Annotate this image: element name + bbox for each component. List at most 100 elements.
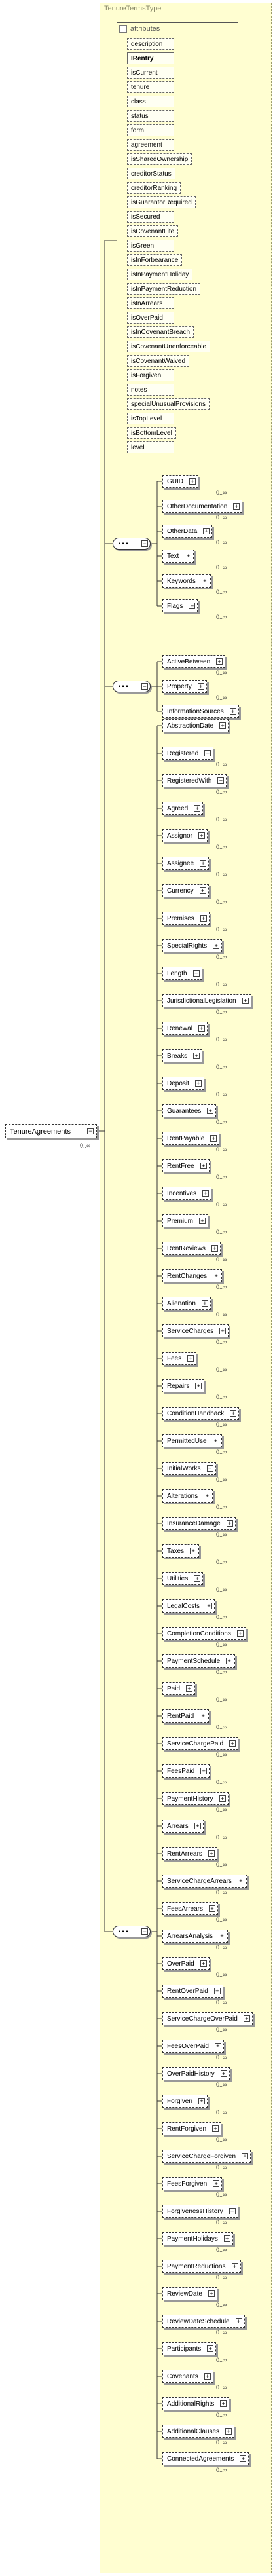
attribute-item[interactable]: form [127,124,174,136]
expand-icon[interactable]: + [194,1575,201,1582]
expand-icon[interactable]: + [204,750,211,756]
element-node[interactable]: Flags+ [162,599,198,612]
expand-icon[interactable]: + [200,1960,207,1967]
element-node[interactable]: InsuranceDamage+ [162,1517,236,1530]
element-node[interactable]: ActiveBetween+ [162,655,226,668]
element-node[interactable]: ReviewDateSchedule+ [162,2315,245,2328]
element-node[interactable]: Covenants+ [162,2370,213,2383]
expand-icon[interactable]: + [209,1905,216,1912]
element-node[interactable]: RegisteredWith+ [162,774,227,787]
expand-icon[interactable]: + [220,2400,227,2407]
element-node[interactable]: Participants+ [162,2342,217,2355]
expand-icon[interactable]: + [200,1163,207,1169]
element-node[interactable]: Breaks+ [162,1049,203,1062]
attribute-item[interactable]: isCovenantLite [127,225,179,237]
expand-icon[interactable]: + [208,2290,215,2297]
root-element[interactable]: TenureAgreements − [5,1124,97,1138]
element-node[interactable]: PaymentHistory+ [162,1792,229,1805]
attribute-item[interactable]: isInCovenantBreach [127,326,194,338]
expand-icon[interactable]: + [208,1850,215,1857]
expand-icon[interactable]: + [207,1108,214,1114]
expand-icon[interactable]: + [242,998,249,1004]
element-node[interactable]: Forgiven+ [162,2095,208,2108]
attribute-item[interactable]: creditorStatus [127,168,175,179]
expand-icon[interactable]: + [231,2263,238,2269]
expand-icon[interactable]: + [220,2070,227,2077]
element-node[interactable]: InformationSources+ [162,705,239,718]
expand-icon[interactable]: + [190,1548,197,1554]
expand-icon[interactable]: + [236,1630,244,1637]
element-node[interactable]: ConnectedAgreements+ [162,2452,249,2465]
expand-icon[interactable]: + [186,1685,193,1692]
expand-icon[interactable]: + [195,1383,202,1389]
expand-icon[interactable]: + [207,2345,214,2352]
element-node[interactable]: AbstractionDate+ [162,719,229,732]
expand-icon[interactable]: + [237,1878,244,1884]
element-node[interactable]: Agreed+ [162,802,204,815]
expand-icon[interactable]: + [199,1218,206,1224]
expand-icon[interactable]: + [212,2125,219,2132]
expand-icon[interactable]: + [202,1190,210,1197]
attribute-item[interactable]: description [127,38,174,50]
expand-icon[interactable]: + [213,943,220,949]
expand-icon[interactable]: + [199,887,206,894]
expand-icon[interactable]: + [219,1795,226,1802]
element-node[interactable]: ServiceChargeArrears+ [162,1875,247,1888]
attribute-item[interactable]: status [127,110,174,122]
expand-icon[interactable]: + [194,1823,201,1829]
element-node[interactable]: Assignee+ [162,857,210,870]
element-node[interactable]: JurisdictionalLegislation+ [162,994,251,1007]
element-node[interactable]: ReviewDate+ [162,2287,217,2300]
element-node[interactable]: Premium+ [162,1214,209,1227]
attribute-item[interactable]: isForgiven [127,369,174,381]
element-node[interactable]: Arrears+ [162,1820,204,1833]
element-node[interactable]: AdditionalClauses+ [162,2425,235,2438]
element-node[interactable]: Keywords+ [162,574,211,588]
expand-icon[interactable]: + [201,578,208,584]
expand-icon[interactable]: + [187,1355,194,1362]
expand-icon[interactable]: + [216,658,223,665]
expand-icon[interactable]: + [189,478,196,485]
expand-icon[interactable]: + [189,603,196,609]
element-node[interactable]: ArrearsAnalysis+ [162,1930,229,1943]
element-node[interactable]: Property+ [162,680,207,693]
element-node[interactable]: FeesArrears+ [162,1902,219,1915]
expand-icon[interactable]: + [217,777,225,784]
attribute-item[interactable]: class [127,96,174,107]
element-node[interactable]: Alienation+ [162,1297,211,1310]
expand-icon[interactable]: + [240,2455,247,2462]
expand-icon[interactable]: + [235,2318,242,2324]
collapse-icon[interactable]: − [141,683,148,690]
element-node[interactable]: Premises+ [162,912,210,925]
element-node[interactable]: GUID+ [162,475,198,488]
expand-icon[interactable]: + [230,1410,237,1417]
attribute-item[interactable]: isGreen [127,240,174,252]
element-node[interactable]: OtherDocumentation+ [162,500,243,513]
element-node[interactable]: RentPayable+ [162,1132,220,1145]
element-node[interactable]: ServiceChargeOverPaid+ [162,2012,253,2025]
expand-icon[interactable]: + [197,683,204,690]
collapse-icon[interactable]: − [141,1928,148,1935]
element-node[interactable]: Renewal+ [162,1022,208,1035]
expand-icon[interactable]: + [206,1465,213,1472]
attribute-item[interactable]: isCovenantWaived [127,355,190,367]
element-node[interactable]: Assignor+ [162,829,208,842]
expand-icon[interactable]: + [233,503,240,510]
expand-icon[interactable]: + [204,2373,211,2380]
attribute-item[interactable]: isInArrears [127,297,174,309]
element-node[interactable]: Deposit+ [162,1077,204,1090]
element-node[interactable]: ServiceChargeForgiven+ [162,2150,251,2163]
element-node[interactable]: Alterations+ [162,1489,213,1503]
collapse-icon[interactable]: − [141,540,148,547]
element-node[interactable]: Fees+ [162,1352,197,1365]
expand-icon[interactable]: + [225,2428,232,2435]
attribute-item[interactable]: notes [127,384,174,396]
element-node[interactable]: LegalCosts+ [162,1599,215,1613]
expand-icon[interactable]: + [219,722,227,729]
expand-icon[interactable]: + [213,1988,221,1994]
expand-icon[interactable]: + [229,2208,236,2214]
expand-icon[interactable]: + [229,1740,236,1747]
expand-icon[interactable]: + [203,528,210,534]
element-node[interactable]: Incentives+ [162,1187,212,1200]
attribute-item[interactable]: isTopLevel [127,413,174,424]
